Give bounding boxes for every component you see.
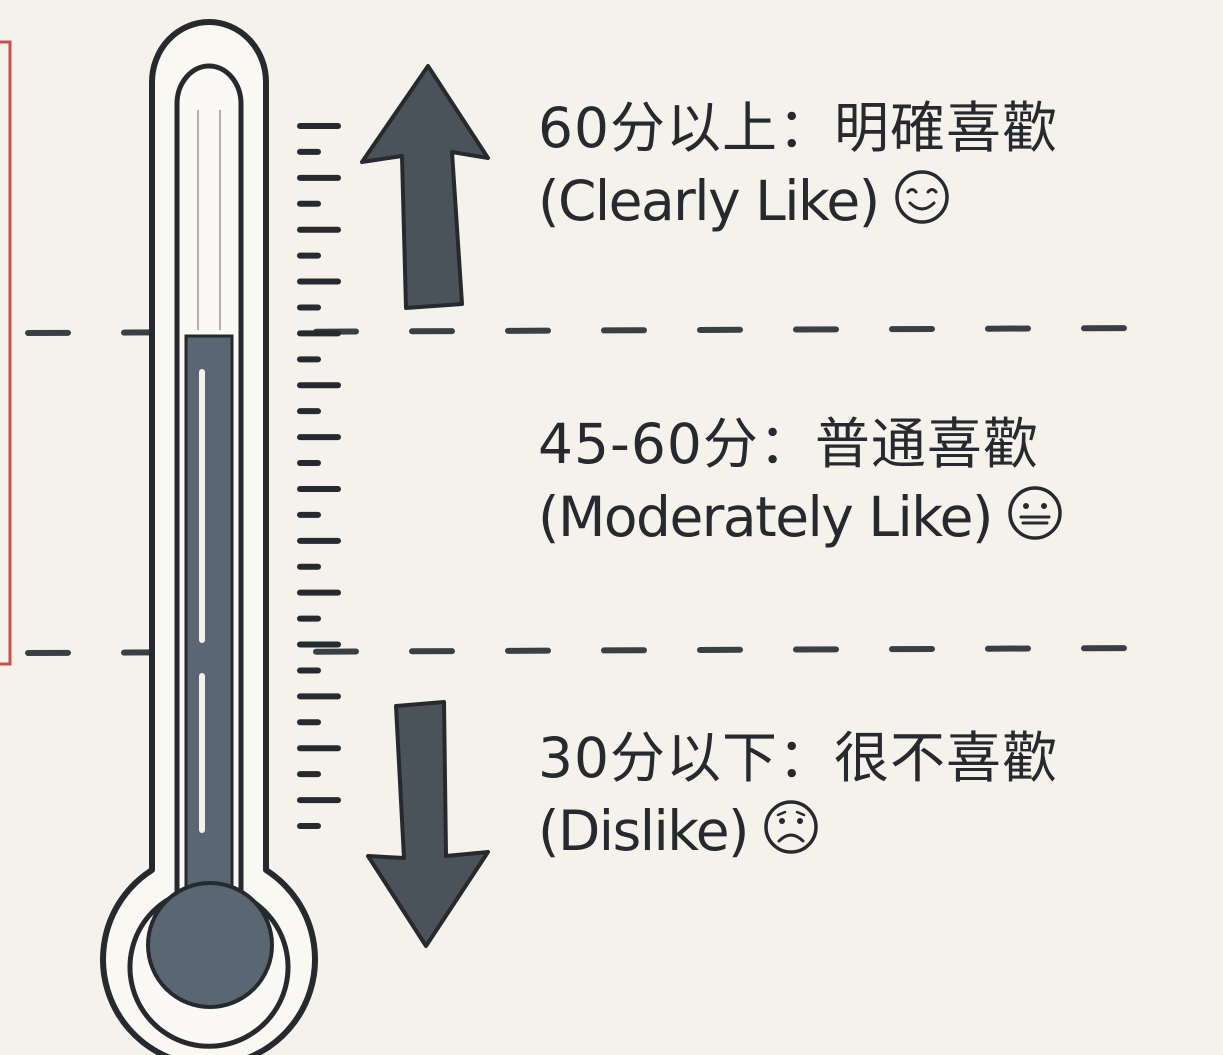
band-mid-en-row: (Moderately Like) bbox=[538, 480, 1064, 554]
band-clearly-like: 60分以上：明確喜歡 (Clearly Like) bbox=[538, 92, 1058, 238]
band-top-zh-label: 60分以上：明確喜歡 bbox=[538, 96, 1058, 160]
neutral-face-icon bbox=[1008, 486, 1062, 540]
thermometer-icon bbox=[100, 19, 318, 1055]
smiling-face-icon bbox=[894, 170, 949, 224]
band-low-en-label: (Dislike) bbox=[538, 799, 750, 863]
band-low-en-row: (Dislike) bbox=[538, 794, 1058, 868]
mercury-bulb bbox=[146, 881, 274, 1009]
frowning-face-icon bbox=[764, 800, 818, 854]
mercury-column bbox=[184, 334, 234, 912]
band-low-zh-label: 30分以下：很不喜歡 bbox=[538, 726, 1058, 790]
band-moderately-like: 45-60分：普通喜歡 (Moderately Like) bbox=[538, 408, 1064, 554]
scale-ticks bbox=[297, 123, 341, 829]
arrow-down-icon bbox=[366, 700, 490, 948]
band-top-en-row: (Clearly Like) bbox=[538, 164, 1058, 238]
band-dislike: 30分以下：很不喜歡 (Dislike) bbox=[538, 722, 1058, 868]
band-mid-zh-label: 45-60分：普通喜歡 bbox=[538, 412, 1039, 476]
band-top-en-label: (Clearly Like) bbox=[538, 169, 880, 233]
band-mid-en-label: (Moderately Like) bbox=[538, 485, 993, 549]
red-frame bbox=[0, 40, 12, 666]
arrow-up-icon bbox=[360, 64, 490, 310]
tube-highlight bbox=[197, 110, 221, 330]
